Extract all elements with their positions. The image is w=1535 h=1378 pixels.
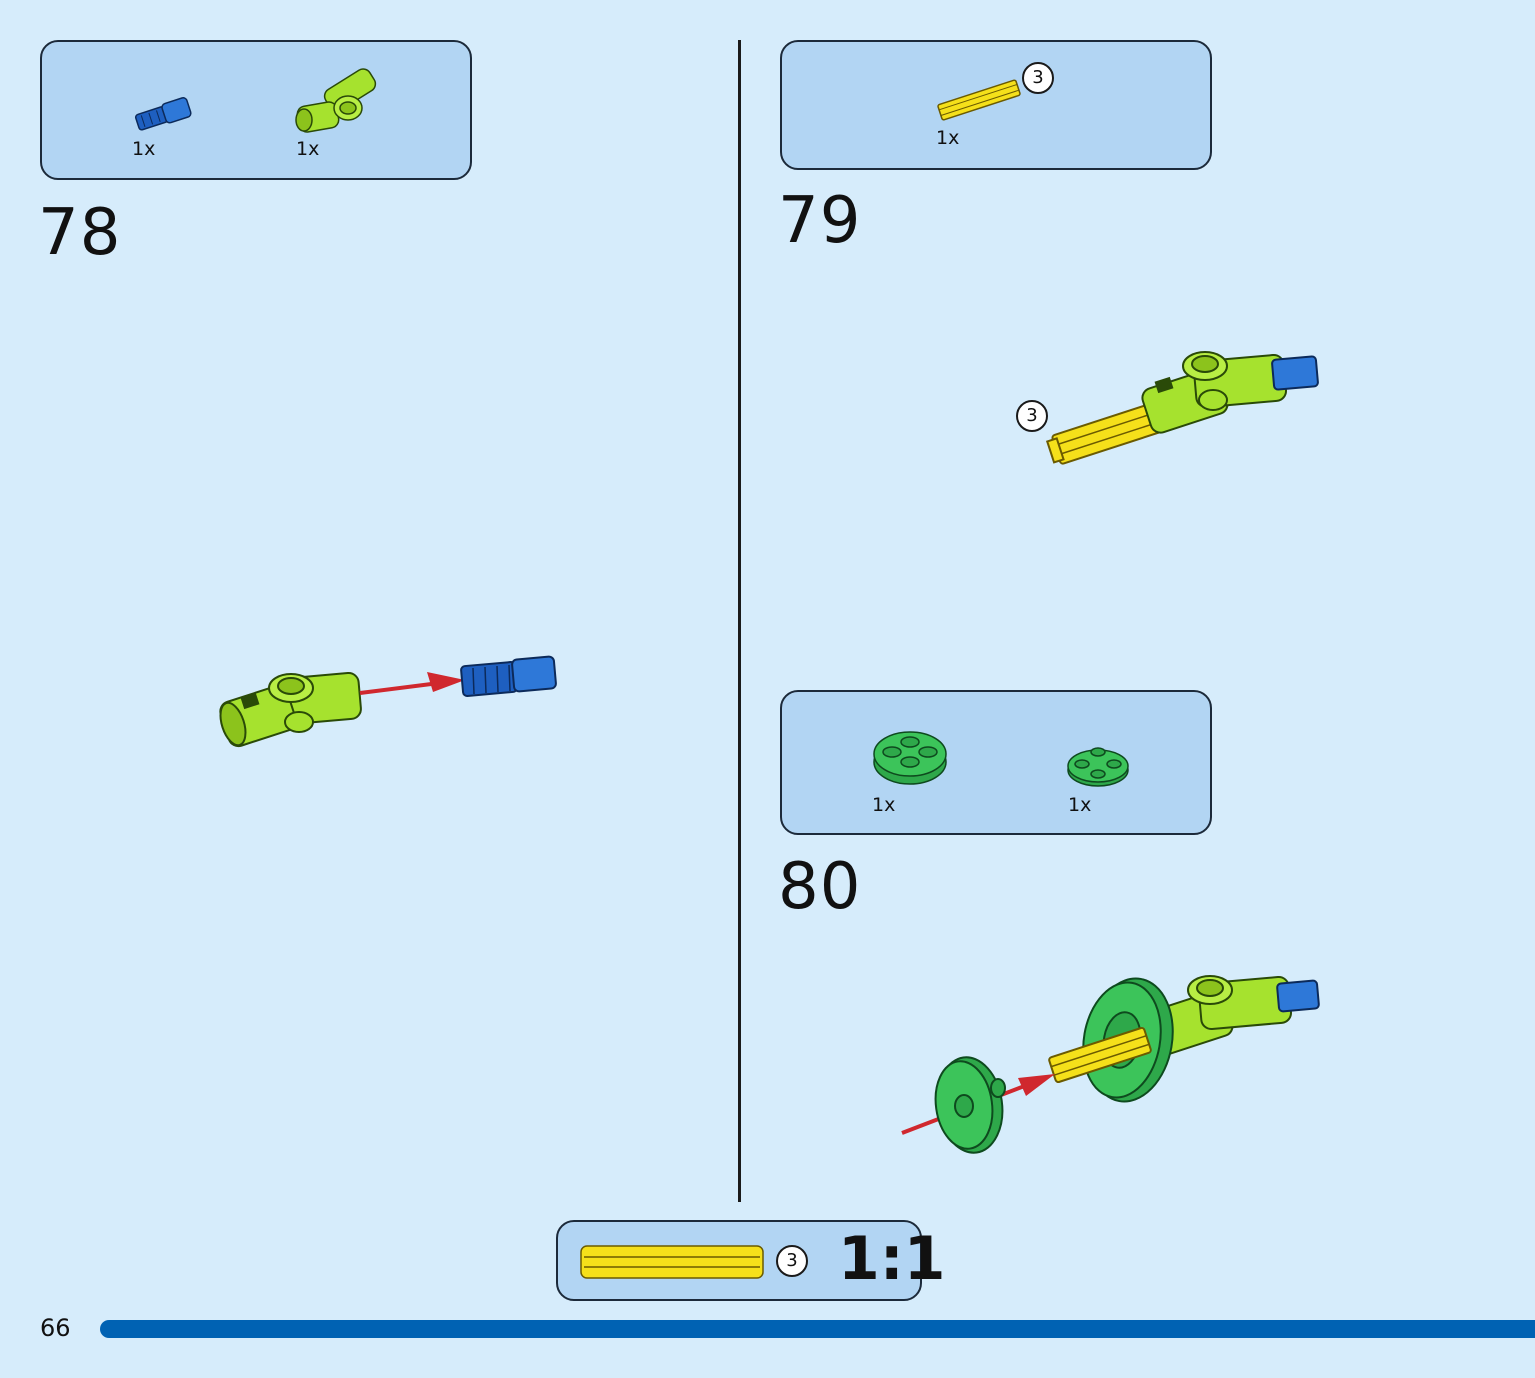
part-qty: 1x	[936, 127, 960, 149]
length-callout: 3	[1016, 400, 1048, 432]
green-round-plate-icon	[1067, 747, 1129, 787]
page-progress-bar	[100, 1320, 1535, 1338]
step-number: 79	[778, 184, 862, 258]
step-80-assembly	[901, 975, 1320, 1154]
step-number: 78	[38, 196, 122, 270]
length-callout: 3	[1022, 62, 1054, 94]
green-round-brick-icon	[873, 731, 947, 785]
part-qty: 1x	[132, 138, 156, 160]
scale-label: 1:1	[838, 1224, 946, 1294]
yellow-axle-3-icon	[937, 79, 1021, 121]
column-divider	[738, 40, 741, 1202]
length-callout: 3	[776, 1245, 808, 1277]
page-number: 66	[40, 1314, 71, 1342]
step-79-assembly	[1045, 351, 1319, 465]
lime-angle-connector-icon	[295, 68, 377, 133]
part-qty: 1x	[1068, 794, 1092, 816]
blue-axle-pin-icon	[134, 97, 192, 131]
part-qty: 1x	[872, 794, 896, 816]
parts-list-step-78: 1x 1x	[40, 40, 472, 180]
part-qty: 1x	[296, 138, 320, 160]
step-78-assembly	[219, 655, 557, 748]
parts-list-step-80: 1x 1x	[780, 690, 1212, 835]
step-number: 80	[778, 850, 862, 924]
axle-ruler-box: 3 1:1	[556, 1220, 946, 1301]
parts-list-step-79: 3 1x	[780, 40, 1212, 170]
yellow-axle-3-ruler-icon	[580, 1245, 764, 1279]
